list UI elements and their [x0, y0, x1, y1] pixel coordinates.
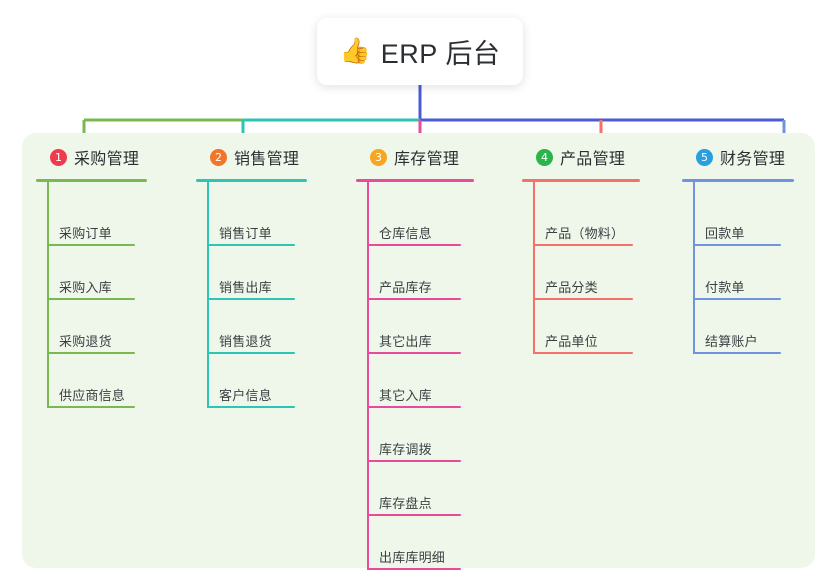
leaf-node-label: 结算账户: [705, 334, 758, 349]
branch-title-4: 产品管理: [560, 151, 626, 168]
leaf-node[interactable]: 仓库信息: [367, 220, 461, 246]
leaf-node[interactable]: 销售退货: [207, 328, 295, 354]
branch-spine-5: [693, 182, 695, 354]
leaf-node[interactable]: 销售出库: [207, 274, 295, 300]
leaf-node-rule: [693, 298, 781, 300]
leaf-node-rule: [367, 568, 461, 570]
branch-header-rule-4: [522, 179, 640, 182]
leaf-node-rule: [47, 298, 135, 300]
leaf-node[interactable]: 客户信息: [207, 382, 295, 408]
leaf-node[interactable]: 其它出库: [367, 328, 461, 354]
leaf-node-label: 采购订单: [59, 226, 112, 241]
leaf-node[interactable]: 付款单: [693, 274, 781, 300]
leaf-node-rule: [367, 352, 461, 354]
leaf-node-rule: [533, 352, 633, 354]
leaf-node-label: 产品（物料）: [545, 226, 625, 241]
leaf-node-rule: [367, 298, 461, 300]
branch-header-rule-2: [196, 179, 307, 182]
branch-badge-1: 1: [50, 148, 67, 166]
leaf-node-rule: [367, 460, 461, 462]
leaf-node-label: 其它出库: [379, 334, 432, 349]
leaf-node[interactable]: 库存调拨: [367, 436, 461, 462]
leaf-node-label: 销售出库: [219, 280, 272, 295]
leaf-node-rule: [367, 514, 461, 516]
branch-title-1: 采购管理: [74, 151, 140, 168]
leaf-node[interactable]: 供应商信息: [47, 382, 135, 408]
root-node-inner: 👍 ERP 后台: [340, 32, 501, 71]
leaf-node-rule: [367, 244, 461, 246]
root-node-title: ERP 后台: [380, 39, 501, 69]
leaf-node-label: 库存调拨: [379, 442, 432, 457]
leaf-node-label: 销售退货: [219, 334, 272, 349]
leaf-node-label: 库存盘点: [379, 496, 432, 511]
leaf-node[interactable]: 采购入库: [47, 274, 135, 300]
leaf-node-label: 回款单: [705, 226, 745, 241]
leaf-node[interactable]: 产品（物料）: [533, 220, 633, 246]
leaf-node-label: 出库库明细: [379, 550, 446, 565]
branch-title-5: 财务管理: [720, 151, 786, 168]
leaf-node[interactable]: 其它入库: [367, 382, 461, 408]
root-node-card[interactable]: 👍 ERP 后台: [317, 18, 523, 85]
branch-badge-4: 4: [536, 148, 553, 166]
branch-header-3[interactable]: 3 库存管理: [370, 145, 459, 169]
branch-title-3: 库存管理: [394, 151, 460, 168]
leaf-node-rule: [367, 406, 461, 408]
leaf-node-label: 产品单位: [545, 334, 598, 349]
branch-spine-4: [533, 182, 535, 354]
leaf-node[interactable]: 库存盘点: [367, 490, 461, 516]
leaf-node-label: 采购入库: [59, 280, 112, 295]
leaf-node-label: 产品库存: [379, 280, 432, 295]
leaf-node[interactable]: 产品分类: [533, 274, 633, 300]
branch-spine-2: [207, 182, 209, 408]
leaf-node-label: 其它入库: [379, 388, 432, 403]
leaf-node-rule: [533, 244, 633, 246]
leaf-node-rule: [207, 406, 295, 408]
leaf-node[interactable]: 产品单位: [533, 328, 633, 354]
branch-header-rule-3: [356, 179, 474, 182]
leaf-node[interactable]: 销售订单: [207, 220, 295, 246]
leaf-node-label: 供应商信息: [59, 388, 126, 403]
branch-header-1[interactable]: 1 采购管理: [50, 145, 139, 169]
leaf-node-rule: [207, 244, 295, 246]
leaf-node-label: 销售订单: [219, 226, 272, 241]
leaf-node[interactable]: 采购退货: [47, 328, 135, 354]
thumbs-up-emoji: 👍: [339, 37, 371, 65]
leaf-node-rule: [207, 352, 295, 354]
branch-header-2[interactable]: 2 销售管理: [210, 145, 299, 169]
branch-header-5[interactable]: 5 财务管理: [696, 145, 785, 169]
branch-badge-5: 5: [696, 148, 713, 166]
leaf-node-rule: [693, 352, 781, 354]
leaf-node[interactable]: 产品库存: [367, 274, 461, 300]
leaf-node-label: 采购退货: [59, 334, 112, 349]
leaf-node-label: 产品分类: [545, 280, 598, 295]
leaf-node-rule: [533, 298, 633, 300]
branch-spine-3: [367, 182, 369, 570]
branch-header-rule-5: [682, 179, 794, 182]
leaf-node-label: 仓库信息: [379, 226, 432, 241]
leaf-node-label: 客户信息: [219, 388, 272, 403]
branch-header-4[interactable]: 4 产品管理: [536, 145, 625, 169]
leaf-node-rule: [693, 244, 781, 246]
leaf-node[interactable]: 回款单: [693, 220, 781, 246]
leaf-node-rule: [47, 352, 135, 354]
leaf-node-rule: [47, 406, 135, 408]
leaf-node-rule: [207, 298, 295, 300]
leaf-node[interactable]: 采购订单: [47, 220, 135, 246]
branch-spine-1: [47, 182, 49, 408]
branch-badge-3: 3: [370, 148, 387, 166]
branch-header-rule-1: [36, 179, 147, 182]
leaf-node-rule: [47, 244, 135, 246]
leaf-node-label: 付款单: [705, 280, 745, 295]
leaf-node[interactable]: 结算账户: [693, 328, 781, 354]
branch-title-2: 销售管理: [234, 151, 300, 168]
branch-badge-2: 2: [210, 148, 227, 166]
leaf-node[interactable]: 出库库明细: [367, 544, 461, 570]
diagram-panel: 1 采购管理采购订单采购入库采购退货供应商信息 2 销售管理销售订单销售出库销售退货客…: [22, 133, 815, 570]
